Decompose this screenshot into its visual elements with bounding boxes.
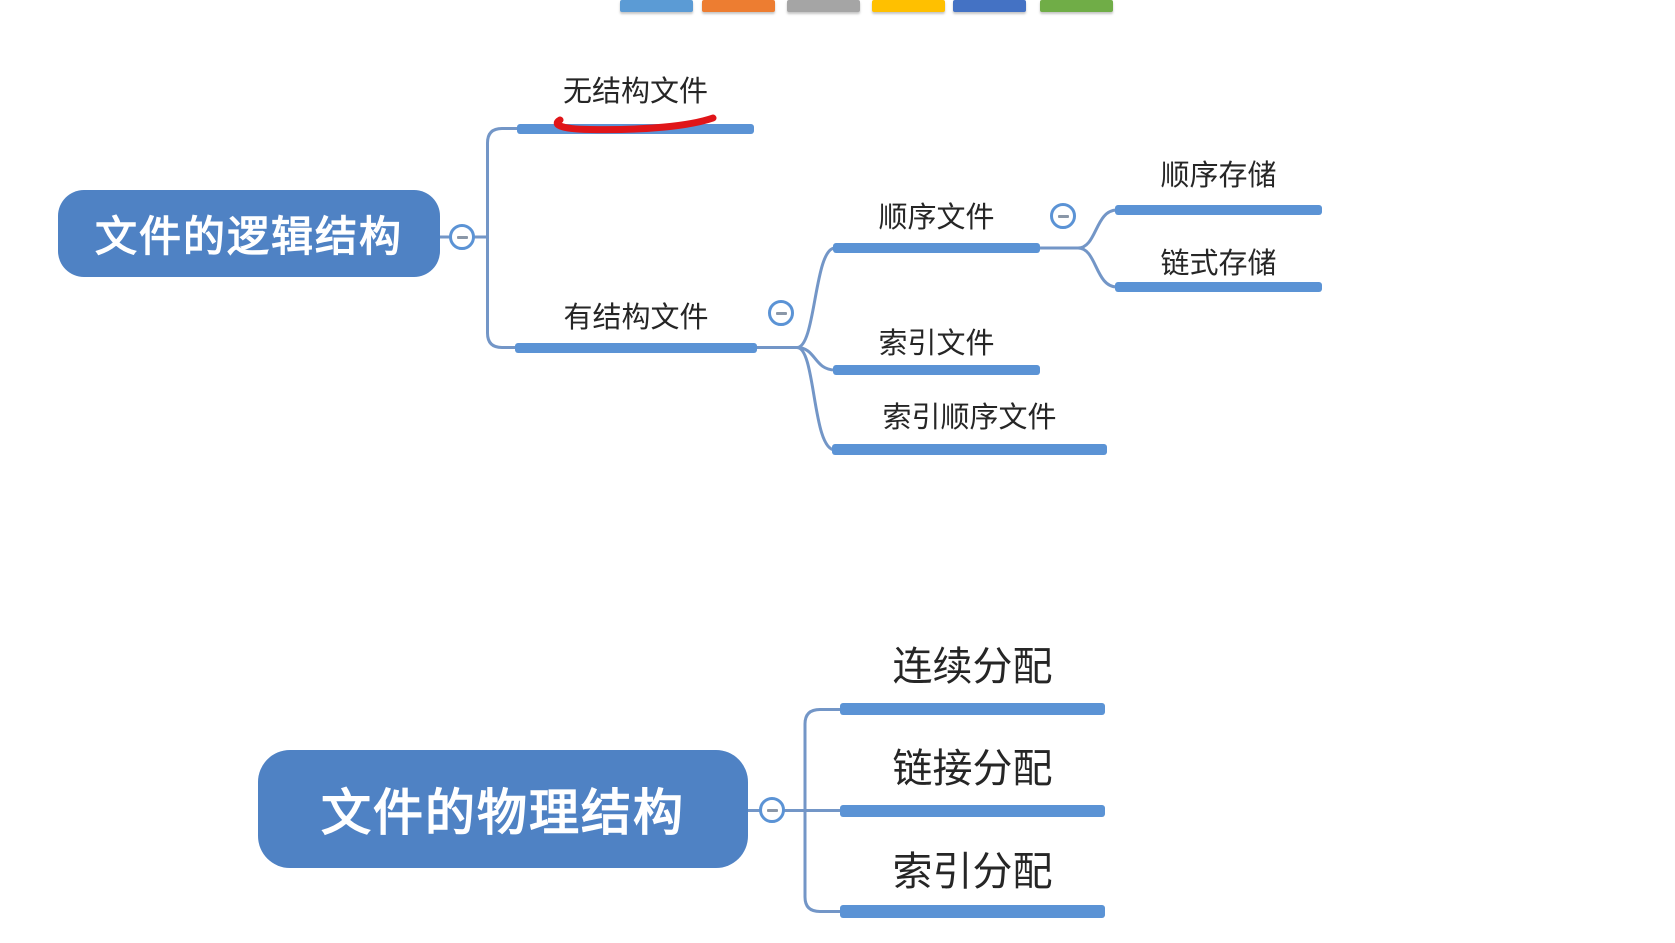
color-swatch-blue	[620, 0, 693, 12]
linked-storage-topic[interactable]: 链式存储	[1160, 248, 1277, 280]
contiguous-allocation-bar[interactable]	[840, 703, 1105, 715]
logical-structure-root[interactable]: 文件的逻辑结构	[58, 190, 440, 277]
collapse-button-sequential[interactable]	[1050, 203, 1076, 229]
index-file-bar[interactable]	[833, 365, 1040, 375]
color-swatch-green	[1040, 0, 1113, 12]
collapse-button-logical[interactable]	[449, 224, 475, 250]
sequential-file-bar[interactable]	[833, 243, 1040, 253]
index-allocation-topic[interactable]: 索引分配	[892, 850, 1053, 894]
linked-storage-bar[interactable]	[1115, 282, 1322, 292]
indexed-sequential-file-bar[interactable]	[832, 444, 1107, 455]
unstructured-file-topic[interactable]: 无结构文件	[562, 76, 708, 108]
collapse-button-structured[interactable]	[768, 300, 794, 326]
structured-file-bar[interactable]	[515, 343, 757, 353]
root-topic-label: 文件的逻辑结构	[94, 213, 403, 260]
indexed-sequential-file-topic[interactable]: 索引顺序文件	[882, 402, 1057, 434]
sequential-file-topic[interactable]: 顺序文件	[878, 202, 995, 234]
index-allocation-bar[interactable]	[840, 905, 1105, 918]
linked-allocation-topic[interactable]: 链接分配	[892, 747, 1053, 791]
collapse-button-physical[interactable]	[759, 797, 785, 823]
color-swatch-orange	[702, 0, 775, 12]
minus-icon	[775, 311, 787, 315]
index-file-topic[interactable]: 索引文件	[878, 328, 995, 360]
minus-icon	[456, 235, 468, 239]
sequential-storage-bar[interactable]	[1115, 205, 1322, 215]
color-swatch-gray	[787, 0, 860, 12]
color-swatch-yellow	[872, 0, 945, 12]
structured-file-topic[interactable]: 有结构文件	[563, 302, 709, 334]
sequential-storage-topic[interactable]: 顺序存储	[1160, 160, 1277, 192]
contiguous-allocation-topic[interactable]: 连续分配	[892, 645, 1053, 689]
minus-icon	[1057, 214, 1069, 218]
unstructured-file-bar[interactable]	[517, 124, 754, 134]
root-topic-label: 文件的物理结构	[321, 785, 685, 841]
physical-structure-root[interactable]: 文件的物理结构	[258, 750, 748, 868]
minus-icon	[766, 808, 778, 812]
color-swatch-darkblue	[953, 0, 1026, 12]
linked-allocation-bar[interactable]	[840, 805, 1105, 817]
